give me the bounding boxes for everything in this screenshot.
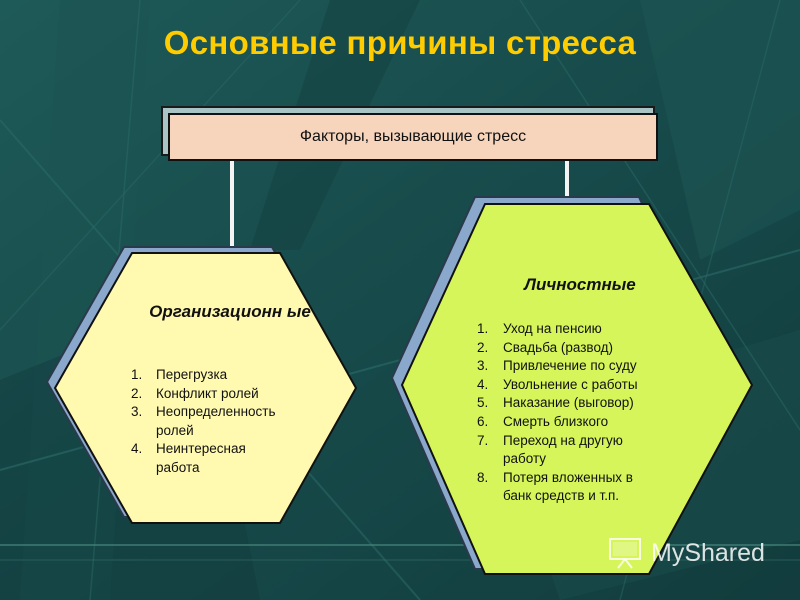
list-item: 1.Уход на пенсию bbox=[477, 321, 602, 336]
organizational-hexagon bbox=[45, 246, 358, 524]
presentation-board-icon bbox=[609, 538, 641, 569]
list-item: 4.Неинтересная работа bbox=[131, 441, 246, 475]
list-item: 4.Увольнение с работы bbox=[477, 376, 638, 392]
list-item: 2.Конфликт ролей bbox=[131, 385, 259, 401]
connector-left bbox=[230, 157, 234, 251]
list-item: 5.Наказание (выговор) bbox=[477, 395, 634, 411]
list-item: 1.Перегрузка bbox=[131, 367, 228, 382]
connector-right bbox=[565, 157, 569, 204]
organizational-label: Организационн ые bbox=[149, 302, 311, 321]
personal-label: Личностные bbox=[524, 275, 636, 294]
page-title: Основные причины стресса bbox=[163, 24, 637, 61]
list-item: 3.Неопределенность ролей bbox=[131, 404, 276, 438]
personal-hexagon bbox=[390, 196, 754, 575]
personal-list: 1.Уход на пенсию 2.Свадьба (развод) 3.Пр… bbox=[477, 320, 677, 506]
list-item: 3.Привлечение по суду bbox=[477, 358, 637, 374]
list-item: 2.Свадьба (развод) bbox=[477, 339, 614, 355]
list-item: 8.Потеря вложенных в банк средств и т.п. bbox=[477, 469, 633, 504]
factors-box: Факторы, вызывающие стресс bbox=[168, 113, 658, 161]
organizational-list: 1.Перегрузка 2.Конфликт ролей 3.Неопреде… bbox=[131, 366, 331, 478]
factors-box-label: Факторы, вызывающие стресс bbox=[299, 128, 527, 145]
list-item: 7.Переход на другую работу bbox=[477, 432, 623, 467]
watermark: MyShared bbox=[607, 536, 765, 570]
list-item: 6.Смерть близкого bbox=[477, 413, 609, 429]
watermark-text: MyShared bbox=[651, 538, 765, 567]
